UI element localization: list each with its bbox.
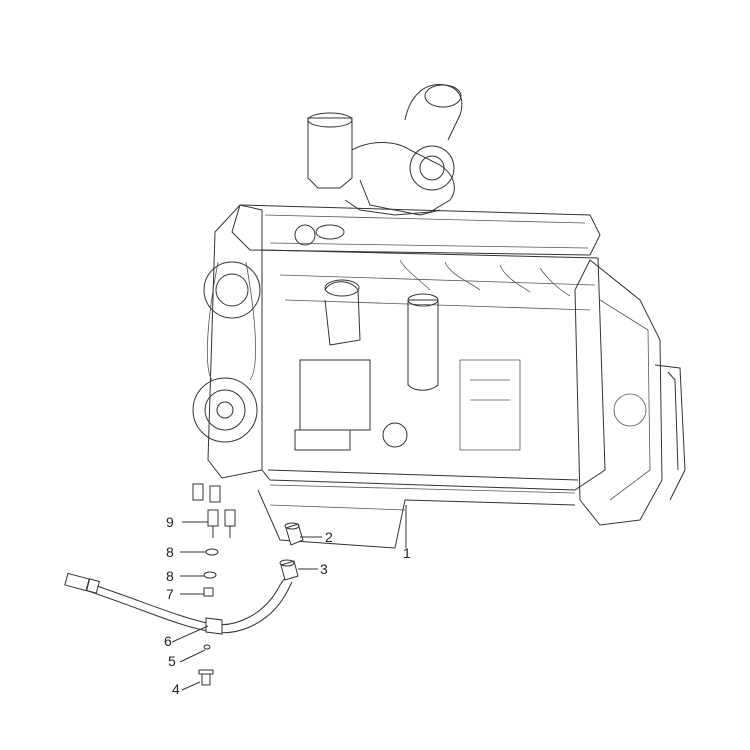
fitting-part-2 [284,522,322,546]
washer-part-8-upper [180,548,219,556]
callout-8-lower: 8 [166,568,174,584]
callout-7: 7 [166,586,174,602]
callout-1: 1 [403,545,411,561]
fitting-part-7 [180,587,214,597]
washer-part-8-lower [180,571,217,579]
callout-2: 2 [325,529,333,545]
bolts-part-9 [182,483,236,538]
callout-4: 4 [172,681,180,697]
callout-3: 3 [320,561,328,577]
flywheel-housing [574,259,686,526]
plug-part-4 [181,669,214,691]
hose-end-part-3 [279,559,318,581]
callout-8-upper: 8 [166,544,174,560]
callout-5: 5 [168,653,176,669]
callout-9: 9 [166,514,174,530]
seal-part-5 [179,644,211,663]
engine-block [192,204,606,549]
callout-6: 6 [164,633,172,649]
drain-hose-part-6 [64,572,293,643]
turbocharger [307,84,463,216]
